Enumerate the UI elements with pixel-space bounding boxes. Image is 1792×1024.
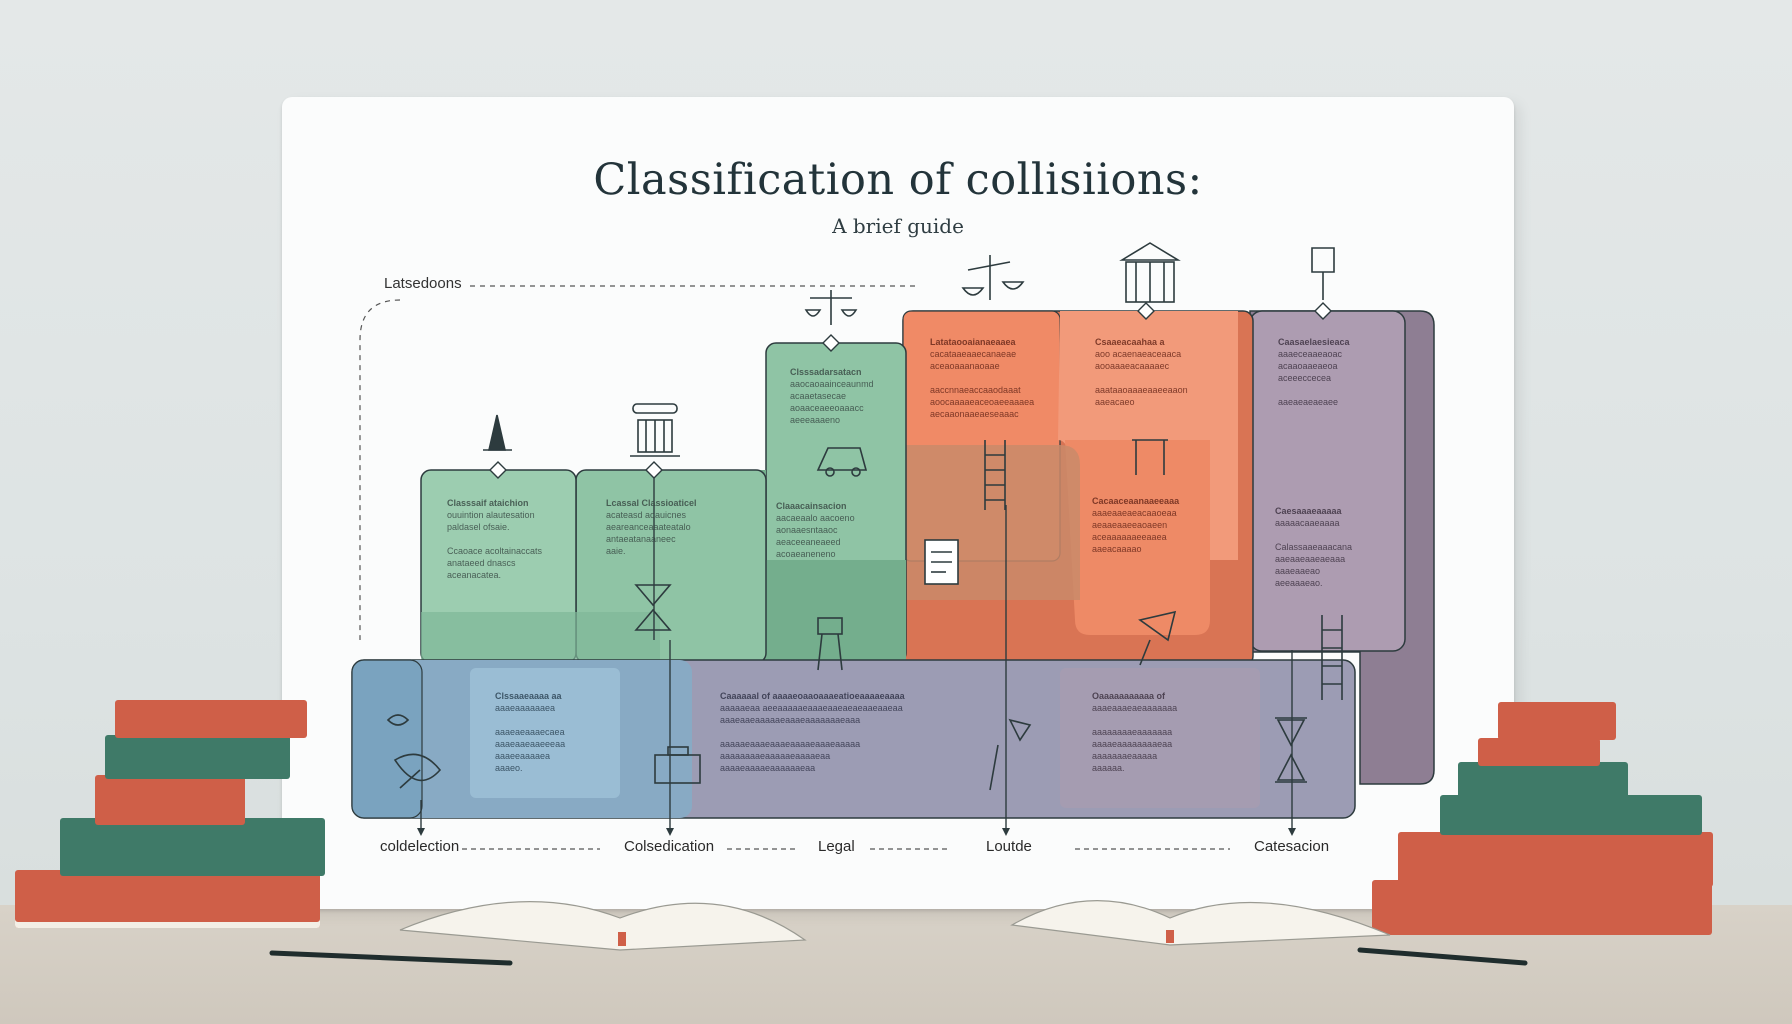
panel-heading: Latataooaianaeaaea	[930, 337, 1016, 347]
trophy-icon	[1311, 247, 1335, 300]
book-icon	[115, 700, 307, 738]
open-book-icon	[399, 900, 807, 951]
arrow-heads	[417, 828, 1296, 836]
panel-body: aacaeaalo aacoeno aonaaesntaaoc aeaceean…	[776, 513, 855, 559]
book-icon	[1398, 832, 1713, 887]
panel-text-green-1: Classsaif ataichion ouuintion alautesatio…	[447, 497, 572, 581]
panel-text-band-2: Oaaaaaaaaaaa of aaaeaaaeaeaaaaaaa aaaaaaa…	[1092, 690, 1232, 774]
band-left-tab	[351, 659, 423, 819]
briefcase-icon	[654, 746, 701, 784]
footer-label-1: coldelection	[380, 838, 460, 855]
panel-text-green-3: Claaacainsacion aacaeaalo aacoeno aonaaes…	[776, 500, 906, 560]
panel-heading: Clssaaeaaaa aa	[495, 691, 562, 701]
column-icon	[630, 403, 680, 457]
building-icon	[1119, 242, 1181, 303]
document-icon	[924, 539, 959, 585]
panel-body: aaaeceaaeaoac acaaoaaeaeoa aceeeccecea a…	[1278, 349, 1343, 407]
footer-label-4: Loutde	[986, 838, 1032, 855]
page-title: Classification of collisiions:	[593, 155, 1203, 205]
panel-text-orange-3: Cacaaceaanaaeeaaa aaaeaaeaeacaaoeaa aeaae…	[1092, 495, 1207, 555]
panel-heading: Caaaaaal of aaaaeoaaoaaaeatioeaaaaeaaaa	[720, 691, 905, 701]
lamp-icon	[483, 414, 512, 451]
pen-icon	[1357, 947, 1528, 966]
panel-text-purple-2: Caesaaaeaaaaa aaaaacaaeaaaa Calassaaeaaac…	[1275, 505, 1395, 589]
book-icon	[1372, 880, 1712, 935]
panel-heading: Lcassal Classioaticel	[606, 498, 697, 508]
panel-body: cacataaeaaecanaeae aceaoaaanaoaae aaccnn…	[930, 349, 1035, 419]
band-blue-card	[470, 668, 620, 798]
scales-icon	[804, 290, 858, 325]
panel-heading: Oaaaaaaaaaaa of	[1092, 691, 1166, 701]
panel-orange-3	[1065, 440, 1210, 635]
book-icon	[95, 775, 245, 825]
panel-body: acateasd aoauicnes aeareanceaaateatalo a…	[606, 510, 691, 556]
footer-label-3: Legal	[818, 838, 855, 855]
book-icon	[105, 735, 290, 779]
panel-heading: Caesaaaeaaaaa	[1275, 506, 1342, 516]
scales-icon	[961, 255, 1025, 300]
panel-body: aaaeaaaaaaea aaaeaeaaaecaea aaaeaaeaaeee…	[495, 703, 566, 773]
panel-body: ouuintion alautesation paldasel ofsaie. …	[447, 510, 543, 580]
panel-heading: Csaaeacaahaa a	[1095, 337, 1165, 347]
ladder-icon	[1321, 615, 1343, 700]
panel-text-orange-2: Csaaeacaahaa a aoo acaenaeaceaaca aooaaae…	[1095, 336, 1230, 408]
panel-body: aaocaoaainceaunmd acaaetasecae aoaaceaee…	[790, 379, 874, 425]
leaf-icon	[393, 753, 442, 789]
footer-arrows	[420, 475, 1293, 832]
book-icon	[1478, 738, 1600, 766]
panel-heading: Classsaif ataichion	[447, 498, 529, 508]
panel-heading: Clsssadarsatacn	[790, 367, 862, 377]
panel-green-base	[421, 612, 660, 663]
book-icon	[1440, 795, 1702, 835]
trophy-icon	[1138, 610, 1177, 666]
bookmark-icon	[618, 932, 626, 946]
book-icon	[15, 870, 320, 928]
hourglass-icon	[634, 584, 672, 631]
ladder-icon	[984, 440, 1006, 510]
open-book-icon	[1010, 900, 1391, 946]
panel-body: aoo acaenaeaceaaca aooaaaeacaaaaec aaata…	[1095, 349, 1188, 407]
diagram-start-label: Latsedoons	[384, 275, 462, 292]
panel-body: aaaeaaeaeacaaoeaa aeaaeaaeeaoaeen aceaaa…	[1092, 508, 1177, 554]
hourglass-icon	[1275, 717, 1307, 783]
car-icon	[816, 447, 868, 477]
book-icon	[60, 818, 325, 876]
dashed-connector	[359, 299, 401, 640]
footer-label-2: Colsedication	[624, 838, 715, 855]
bird-icon	[386, 714, 410, 726]
panel-text-green-4: Clsssadarsatacn aaocaoaainceaunmd acaaeta…	[790, 366, 900, 426]
panel-body: aaaaacaaeaaaa Calassaaeaaacana aaeaaeaae…	[1275, 518, 1353, 588]
panel-heading: Caasaelaesieaca	[1278, 337, 1350, 347]
band-purple-card	[1060, 668, 1260, 808]
book-icon	[1498, 702, 1616, 740]
panel-text-band-1: Caaaaaal of aaaaeoaaoaaaeatioeaaaaeaaaa a…	[720, 690, 970, 774]
panel-text-purple-1: Caasaelaesieaca aaaeceaaeaoac acaaoaaeaeo…	[1278, 336, 1393, 408]
swing-icon	[1132, 439, 1168, 475]
footer-label-5: Catesacion	[1254, 838, 1330, 855]
diamond-connectors	[489, 302, 1332, 479]
bookmark-icon	[1166, 930, 1174, 943]
panel-body: aaaaaeaa aeeaaaaaeaaaeaaeaeaeaaeaaeaa aa…	[720, 703, 903, 773]
panel-text-blue-1: Clssaaeaaaa aa aaaeaaaaaaea aaaeaeaaaecae…	[495, 690, 615, 774]
easel-icon	[817, 617, 843, 671]
panel-text-orange-1: Latataooaianaeaaea cacataaeaaecanaeae ace…	[930, 336, 1060, 420]
panel-heading: Claaacainsacion	[776, 501, 847, 511]
book-icon	[1458, 762, 1628, 798]
page-subtitle: A brief guide	[832, 214, 964, 238]
pen-icon	[269, 950, 513, 966]
panel-text-green-2: Lcassal Classioaticel acateasd aoauicnes …	[606, 497, 756, 557]
lamp-icon	[989, 718, 1032, 791]
panel-heading: Cacaaceaanaaeeaaa	[1092, 496, 1180, 506]
panel-body: aaaeaaaeaeaaaaaaa aaaaaaaaeaaaaaaa aaaae…	[1092, 703, 1178, 773]
